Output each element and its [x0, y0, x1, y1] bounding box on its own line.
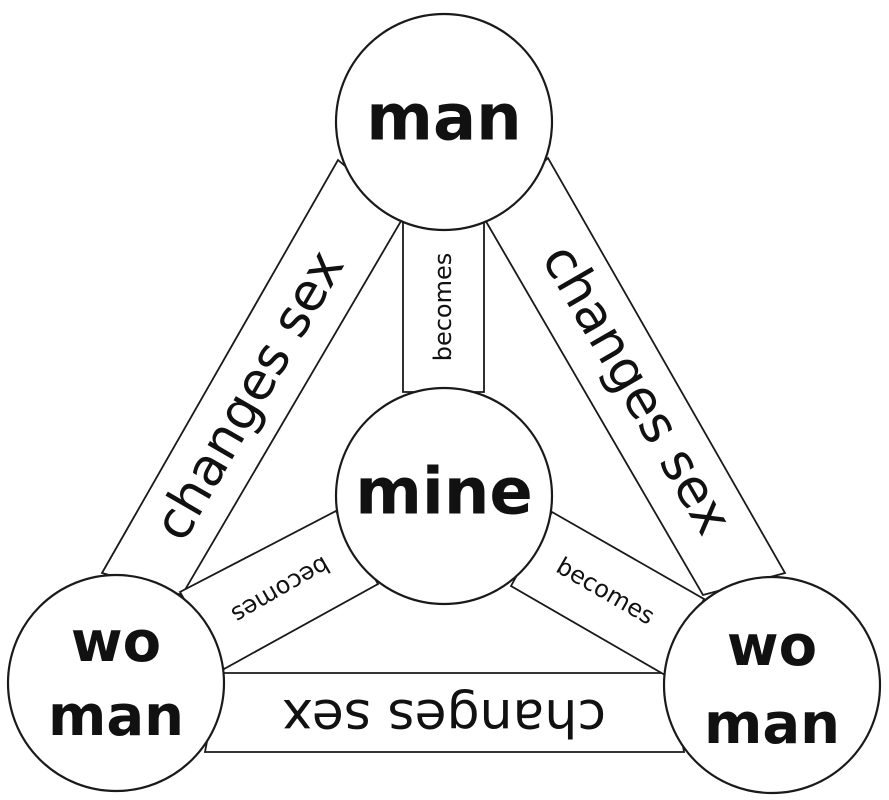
node-label-left-line2: man — [48, 684, 184, 749]
node-label-right-line2: man — [704, 692, 840, 757]
edge-label-top-right: changes sex — [530, 234, 744, 545]
edge-label-top-left: changes sex — [142, 240, 356, 551]
edge-label-center-top: becomes — [429, 253, 457, 362]
node-circle-center — [334, 386, 554, 606]
node-circle-top — [334, 12, 554, 232]
node-label-center: mine — [355, 456, 533, 530]
node-label-right-line1: wo — [727, 614, 817, 679]
node-label-left-line1: wo — [71, 610, 161, 675]
node-label-top: man — [366, 82, 521, 156]
edge-label-bottom: changes sex — [282, 687, 606, 747]
node-circle-right — [662, 575, 882, 795]
node-circle-left — [6, 573, 226, 793]
